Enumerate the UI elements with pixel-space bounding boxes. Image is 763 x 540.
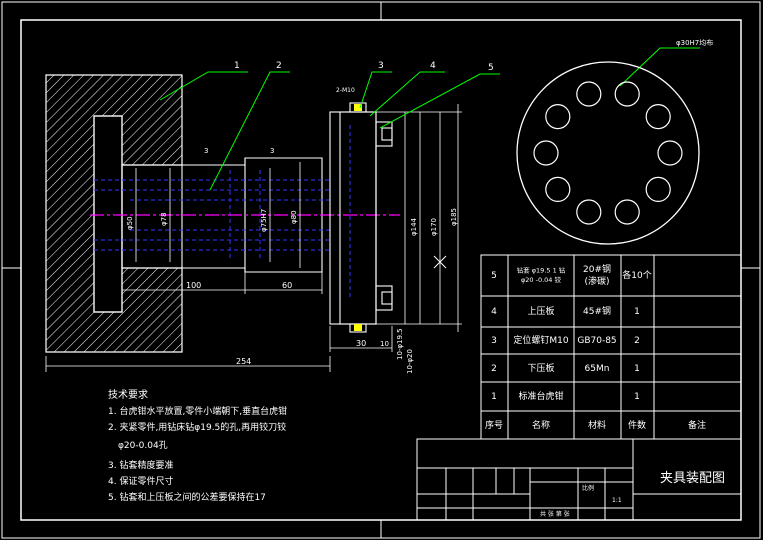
dim-10: 10 [380,340,389,348]
tech-item-2b: φ20-0.04孔 [118,440,168,451]
scale-label: 比例 [582,484,594,492]
dim-2m10: 2-M10 [336,87,355,94]
bom-material: 65Mn [585,364,610,374]
bom-no: 1 [491,392,497,402]
drawing-title: 夹具装配图 [660,471,725,486]
bom-material: GB70-85 [577,336,616,346]
screw-head-bottom [354,324,362,331]
bom-name: 上压板 [527,305,554,317]
tech-item-3: 3. 钻套精度要准 [108,459,173,471]
tech-item-5: 5. 钻套和上压板之间的公差要保持在17 [108,491,266,503]
bom-no: 5 [491,271,497,281]
clamp-assembly [329,102,393,333]
bushing-hole-5 [614,199,640,225]
technical-requirements: 技术要求 1. 台虎钳水平放置,零件小端朝下,垂直台虎钳 2. 夹紧零件,用钻床… [108,388,287,503]
bom-header-qty: 件数 [628,419,646,431]
dim-30: 30 [356,339,366,348]
screw-head-top [354,104,362,111]
balloon-5: 5 [488,63,494,73]
dim-10-dia20: 10-φ20 [406,349,414,374]
sheet-label: 共 张 第 张 [540,510,570,518]
bom-material: 20#钢 [583,263,611,275]
bushing-hole-10 [576,81,602,107]
dim-dia170: φ170 [430,218,438,236]
bom-header-name: 名称 [532,419,550,431]
bushing-hole-1 [614,81,640,107]
plate-top-view [516,61,700,245]
bom-no: 2 [491,364,497,374]
bom-qty: 1 [634,364,640,374]
bom-name: φ20 -0.04 铰 [521,275,562,284]
dim-100: 100 [186,281,201,290]
dim-3b: 3 [270,147,274,155]
bom-material: (渗碳) [584,275,609,287]
title-block [416,438,742,521]
bushing-hole-3 [657,140,683,166]
dim-60: 60 [282,281,292,290]
bom-qty: 1 [634,307,640,317]
bom-name: 下压板 [527,362,554,374]
hole-pattern-note: φ30H7均布 [676,38,713,47]
bom-table [480,254,742,440]
dim-3a: 3 [204,147,208,155]
dim-dia80: φ80 [290,210,298,224]
dim-dia185: φ185 [450,208,458,226]
dim-10-dia19-5: 10-φ19.5 [396,328,404,360]
bom-name: 标准台虎钳 [518,390,563,402]
bushing-hole-6 [576,199,602,225]
bom-qty: 1 [634,392,640,402]
bushing-hole-9 [545,103,571,130]
dim-dia144: φ144 [410,217,418,236]
bom-qty: 2 [634,336,640,346]
dim-dia50: φ50 [126,216,134,230]
bom-no: 3 [491,336,497,346]
bom-name: 定位螺钉M10 [513,334,568,346]
bushing-hole-8 [533,140,559,166]
dim-dia75: φ75H7 [260,209,268,232]
bom-name: 钻套 φ19.5 1 钻 [517,265,566,274]
bom-qty: 各10个 [622,269,651,281]
bom-material: 45#钢 [583,305,611,317]
bom-header-remark: 备注 [688,419,706,431]
bom-header-material: 材料 [588,419,606,431]
dimension-lines [45,104,462,372]
balloon-4: 4 [430,61,436,71]
bom-no: 4 [491,307,497,317]
bushing-hole-7 [545,176,571,202]
scale-value: 1:1 [612,497,622,504]
balloon-1: 1 [234,61,240,71]
balloon-2: 2 [276,61,282,71]
dim-dia78: φ78 [160,212,168,226]
tech-item-4: 4. 保证零件尺寸 [108,475,173,487]
dim-254: 254 [236,357,251,366]
tech-item-1: 1. 台虎钳水平放置,零件小端朝下,垂直台虎钳 [108,405,287,417]
bushing-hole-4 [645,176,671,202]
bushing-hole-2 [645,103,671,130]
balloon-3: 3 [378,61,384,71]
leader-lines [159,47,700,191]
bom-header-no: 序号 [485,419,503,431]
tech-title: 技术要求 [108,388,148,401]
tech-item-2: 2. 夹紧零件,用钻床钻φ19.5的孔,再用铰刀铰 [108,421,286,433]
x-mark [433,255,447,269]
